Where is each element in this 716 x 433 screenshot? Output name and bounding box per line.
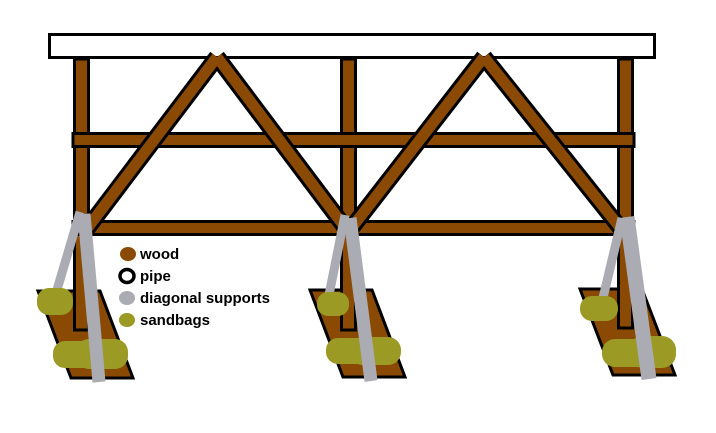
legend: wood pipe diagonal supports sandbags: [118, 243, 270, 331]
pipe-swatch-icon: [118, 267, 136, 285]
wood-swatch-icon: [120, 247, 136, 261]
diagonal-supports-swatch-icon: [119, 291, 135, 305]
legend-item-diagonal-supports: diagonal supports: [118, 287, 270, 309]
legend-item-wood: wood: [118, 243, 270, 265]
sandbags-swatch-icon: [119, 313, 135, 327]
diagonal-support-left-outer: [77, 213, 106, 383]
legend-label-wood: wood: [140, 245, 180, 263]
truss-1-right-leg: [212, 53, 352, 234]
truss-wood: [81, 53, 627, 234]
diagonal-supports-outer: [77, 213, 657, 383]
diagonal-support-middle-outer: [343, 217, 378, 382]
sandbag: [37, 288, 73, 315]
truss-1-left-leg: [81, 53, 222, 234]
legend-item-pipe: pipe: [118, 265, 270, 287]
legend-label-sandbags: sandbags: [140, 311, 211, 329]
diagonal-support-left-inner: [49, 210, 85, 302]
legend-label-diagonal-supports: diagonal supports: [140, 289, 271, 307]
legend-label-pipe: pipe: [140, 267, 171, 285]
diagonal-supports-inner: [49, 210, 627, 302]
pipe-deck: [48, 33, 656, 59]
truss-2-right-leg: [479, 53, 627, 234]
diagonal-support-right-outer: [619, 215, 657, 381]
truss-2-left-leg: [345, 53, 489, 234]
diagonal-support-right-inner: [598, 216, 627, 300]
sandbag: [317, 292, 349, 316]
sandbag: [350, 337, 401, 365]
sandbag: [580, 296, 618, 321]
diagonal-support-middle-inner: [324, 214, 350, 296]
legend-item-sandbags: sandbags: [118, 309, 270, 331]
mid-beam: [71, 132, 636, 148]
